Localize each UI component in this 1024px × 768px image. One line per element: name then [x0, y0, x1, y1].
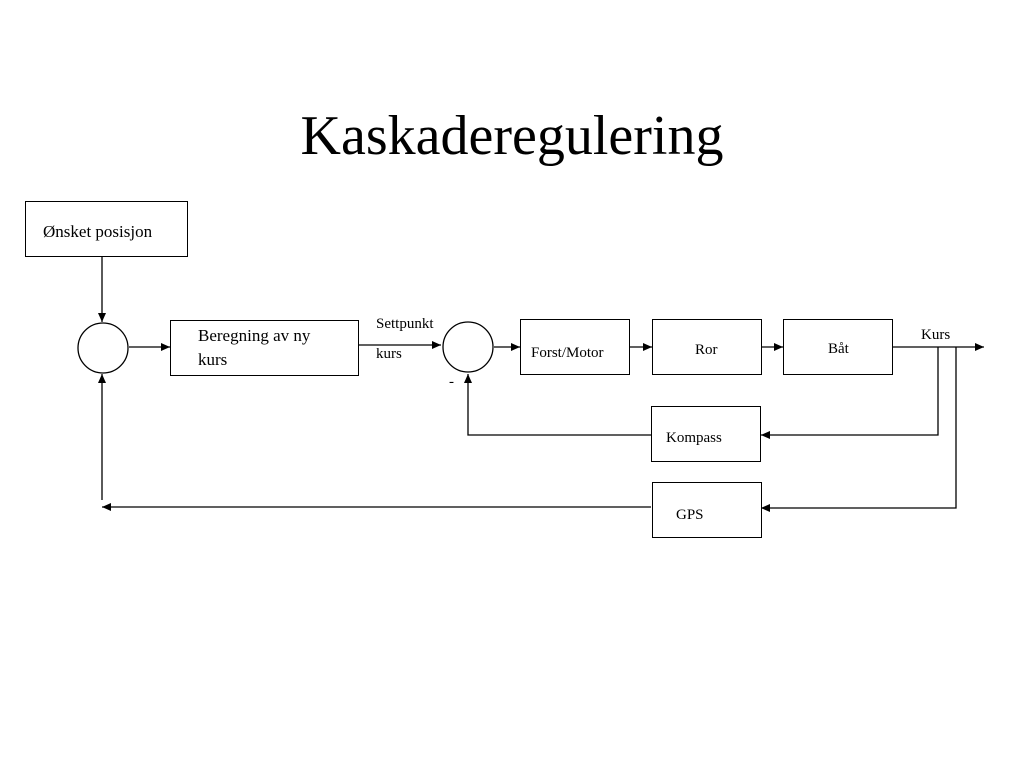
block-new-course-label-line1: Beregning av ny [198, 326, 311, 345]
wire-output-to-gps [761, 347, 957, 512]
outer-summing-junction [77, 322, 129, 374]
block-rudder: Ror [652, 319, 762, 375]
block-boat-label: Båt [828, 341, 849, 357]
wire-output-to-compass [761, 347, 939, 439]
setpoint-label-line2: kurs [376, 346, 402, 362]
block-rudder-label: Ror [695, 342, 718, 358]
block-thruster-motor: Forst/Motor [520, 319, 630, 375]
block-compass-label: Kompass [666, 430, 722, 446]
inner-summing-junction [442, 321, 494, 373]
block-new-course-label-line2: kurs [198, 350, 228, 369]
block-gps: GPS [652, 482, 762, 538]
block-boat: Båt [783, 319, 893, 375]
block-desired-position: Ønsket posisjon [25, 201, 188, 257]
setpoint-label-line1: Settpunkt [376, 316, 434, 332]
block-gps-label: GPS [676, 507, 704, 523]
block-thruster-motor-label: Forst/Motor [531, 345, 604, 361]
block-desired-position-label: Ønsket posisjon [43, 222, 153, 241]
output-label: Kurs [921, 327, 951, 343]
slide-title: Kaskaderegulering [300, 105, 724, 167]
minus-sign: - [449, 374, 454, 390]
block-compass: Kompass [651, 406, 761, 462]
block-new-course: Beregning av ny kurs [170, 320, 359, 376]
wire-compass-to-inner-sum [464, 374, 651, 436]
